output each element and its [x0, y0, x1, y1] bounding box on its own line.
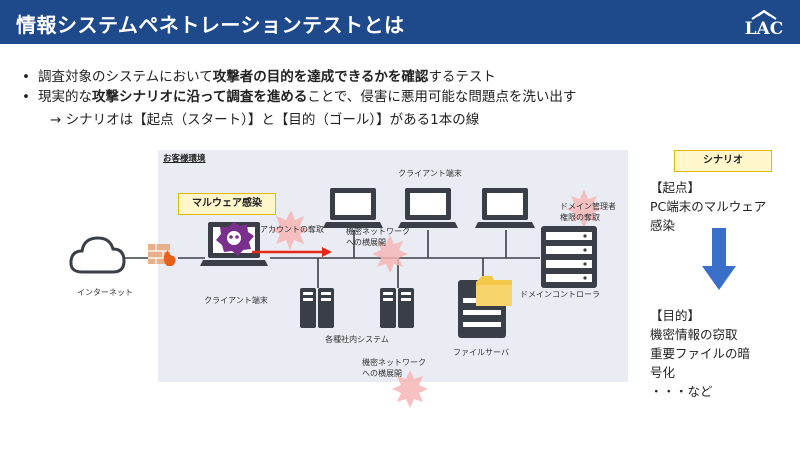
- server-icon: [300, 288, 334, 328]
- bullet-2: • 現実的な攻撃シナリオに沿って調査を進めることで、侵害に悪用可能な問題点を洗い出…: [22, 88, 576, 106]
- burst-icon: [392, 370, 428, 408]
- down-arrow-icon: [702, 228, 736, 290]
- folder-icon: [476, 276, 512, 306]
- goal-line-1: 機密情報の窃取: [650, 327, 738, 342]
- env-label: お客様環境: [163, 154, 206, 164]
- lateral-top-label: 機密ネットワーク への横展開: [346, 227, 410, 247]
- skull-icon: [227, 231, 241, 245]
- burst-icons: [270, 190, 602, 408]
- bullet-2-a: 現実的な: [38, 89, 92, 105]
- page-title: 情報システムペネトレーションテストとは: [16, 13, 405, 37]
- bullet-2-c: ことで、侵害に悪用可能な問題点を洗い出す: [307, 89, 577, 105]
- burst-icon: [270, 210, 310, 250]
- burst-icon: [372, 235, 408, 273]
- account-theft-label: アカウントの奪取: [260, 225, 324, 234]
- file-server-icon: [458, 276, 512, 338]
- bullet-1: • 調査対象のシステムにおいて攻撃者の目的を達成できるかを確認するテスト: [22, 68, 496, 86]
- scenario-label: シナリオ: [674, 150, 772, 172]
- logo-mark-icon: [751, 9, 777, 20]
- cloud-icon: [69, 236, 126, 274]
- start-heading: 【起点】: [650, 180, 701, 195]
- laptop-icon: [398, 188, 458, 228]
- internal-systems-label: 各種社内システム: [325, 335, 389, 344]
- scenario-summary: → シナリオは【起点（スタート）】と【目的（ゴール）】がある1本の線: [50, 112, 480, 128]
- goal-heading: 【目的】: [650, 308, 701, 323]
- attack-arrow-icon: [252, 247, 332, 257]
- client-pc-label: クライアント端末: [204, 296, 268, 305]
- laptop-icon: [323, 188, 383, 228]
- client-group-label: クライアント端末: [398, 169, 462, 178]
- lac-logo: LAC: [742, 8, 786, 39]
- internet-label: インターネット: [77, 288, 133, 297]
- bullet-marker: •: [22, 89, 30, 105]
- logo-text: LAC: [744, 19, 784, 39]
- malware-icon: [216, 222, 254, 256]
- goal-line-2: 重要ファイルの暗: [650, 346, 751, 361]
- bullet-1-b: 攻撃者の目的を達成できるかを確認: [212, 69, 429, 85]
- domain-admin-label: ドメイン管理者 権限の奪取: [560, 202, 616, 222]
- title-bar: 情報システムペネトレーションテストとは LAC: [0, 0, 800, 44]
- bullet-2-b: 攻撃シナリオに沿って調査を進める: [92, 89, 308, 105]
- bullet-marker: •: [22, 69, 30, 85]
- server-icon: [380, 288, 414, 328]
- malware-infection-label: マルウェア感染: [178, 193, 276, 215]
- lateral-bottom-label: 機密ネットワーク への横展開: [362, 358, 426, 378]
- firewall-icon: [148, 244, 176, 266]
- network-lines: [124, 230, 540, 288]
- bullet-1-c: するテスト: [428, 69, 496, 85]
- start-text: PC端末のマルウェア 感染: [650, 199, 767, 233]
- bullet-1-a: 調査対象のシステムにおいて: [38, 69, 213, 85]
- domain-controller-icon: [541, 226, 597, 288]
- burst-icon: [566, 190, 602, 228]
- client-laptops: [323, 188, 535, 228]
- internal-servers: [300, 288, 414, 328]
- domain-controller-label: ドメインコントローラ: [520, 290, 600, 299]
- file-server-label: ファイルサーバ: [453, 348, 509, 357]
- goal-line-3: 号化: [650, 365, 676, 380]
- goal-line-4: ・・・など: [650, 384, 713, 399]
- laptop-icon: [475, 188, 535, 228]
